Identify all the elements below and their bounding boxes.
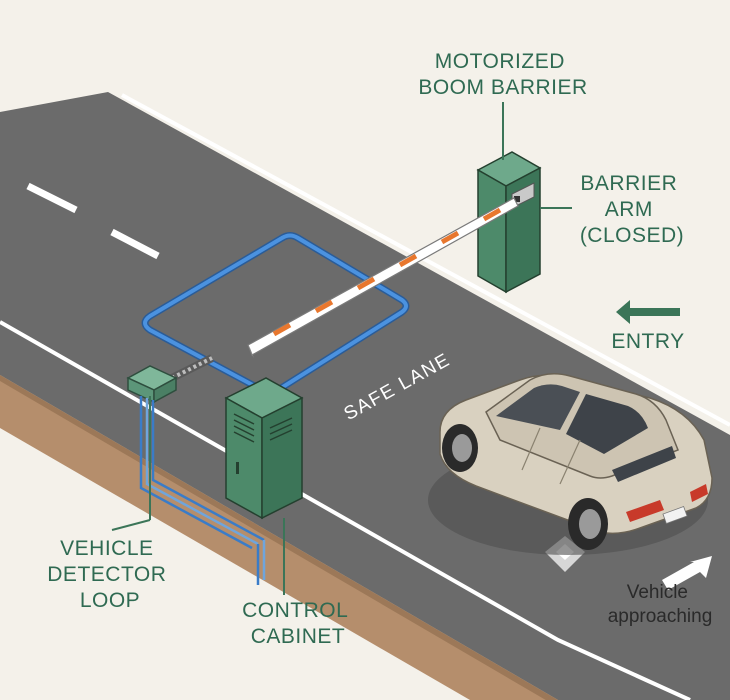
- barrier-arm: [247, 197, 519, 358]
- entry-arrow: [616, 300, 680, 324]
- junction-box: [126, 365, 178, 404]
- vehicle-label: Vehicle approaching: [608, 582, 713, 627]
- detector-loop: [141, 232, 410, 396]
- arm-label: BARRIER ARM (CLOSED): [580, 172, 684, 247]
- detector-label: VEHICLE DETECTOR LOOP: [47, 537, 172, 612]
- lane-dashes: [26, 182, 160, 260]
- barrier-label: MOTORIZED BOOM BARRIER: [418, 50, 587, 99]
- road-edge-line-far: [121, 93, 730, 427]
- detector-wires: [139, 396, 266, 585]
- cabinet-label: CONTROL CABINET: [242, 599, 354, 648]
- entry-label: ENTRY: [611, 330, 684, 353]
- approach-arrow: [662, 556, 712, 590]
- conduit: [170, 354, 214, 382]
- road-edge-line-near: [0, 320, 691, 700]
- leader-lines: [111, 102, 572, 595]
- control-cabinet: [224, 377, 304, 520]
- car: [428, 373, 713, 555]
